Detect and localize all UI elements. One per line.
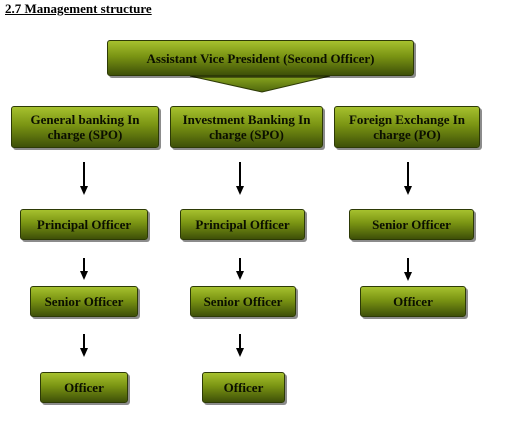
arrowhead-col2-2 (236, 271, 244, 280)
node-label: General banking In charge (SPO) (30, 112, 140, 142)
node-general-banking-head: General banking In charge (SPO) (11, 106, 159, 148)
node-col2-senior-officer: Senior Officer (190, 286, 296, 317)
node-label: Senior Officer (44, 294, 124, 309)
node-label: Officer (393, 294, 433, 309)
arrowhead-col2-3 (236, 348, 244, 357)
big-down-arrow (189, 75, 331, 93)
arrowhead-col3-2 (404, 272, 412, 281)
node-label: Principal Officer (36, 217, 132, 232)
arrowhead-col3-1 (404, 186, 412, 195)
arrowhead-col2-1 (236, 186, 244, 195)
arrowhead-col1-2 (80, 271, 88, 280)
node-label: Assistant Vice President (Second Officer… (146, 50, 375, 66)
node-label: Foreign Exchange In charge (PO) (348, 112, 466, 142)
node-col2-principal-officer: Principal Officer (180, 209, 305, 240)
node-col2-officer: Officer (202, 372, 285, 403)
node-label: Senior Officer (372, 217, 451, 232)
arrowhead-col1-1 (80, 186, 88, 195)
node-col1-principal-officer: Principal Officer (20, 209, 148, 240)
node-label: Officer (64, 380, 104, 395)
node-col1-officer: Officer (40, 372, 128, 403)
node-label: Investment Banking In charge (SPO) (182, 112, 311, 142)
node-assistant-vice-president: Assistant Vice President (Second Officer… (107, 40, 414, 76)
node-col3-senior-officer: Senior Officer (349, 209, 474, 240)
node-label: Principal Officer (195, 217, 290, 232)
node-label: Senior Officer (203, 294, 283, 309)
arrowhead-col1-3 (80, 348, 88, 357)
node-col3-officer: Officer (360, 286, 466, 317)
node-investment-banking-head: Investment Banking In charge (SPO) (170, 106, 323, 148)
node-foreign-exchange-head: Foreign Exchange In charge (PO) (334, 106, 480, 148)
node-label: Officer (223, 380, 264, 395)
node-col1-senior-officer: Senior Officer (30, 286, 138, 317)
section-title: 2.7 Management structure (5, 1, 152, 16)
